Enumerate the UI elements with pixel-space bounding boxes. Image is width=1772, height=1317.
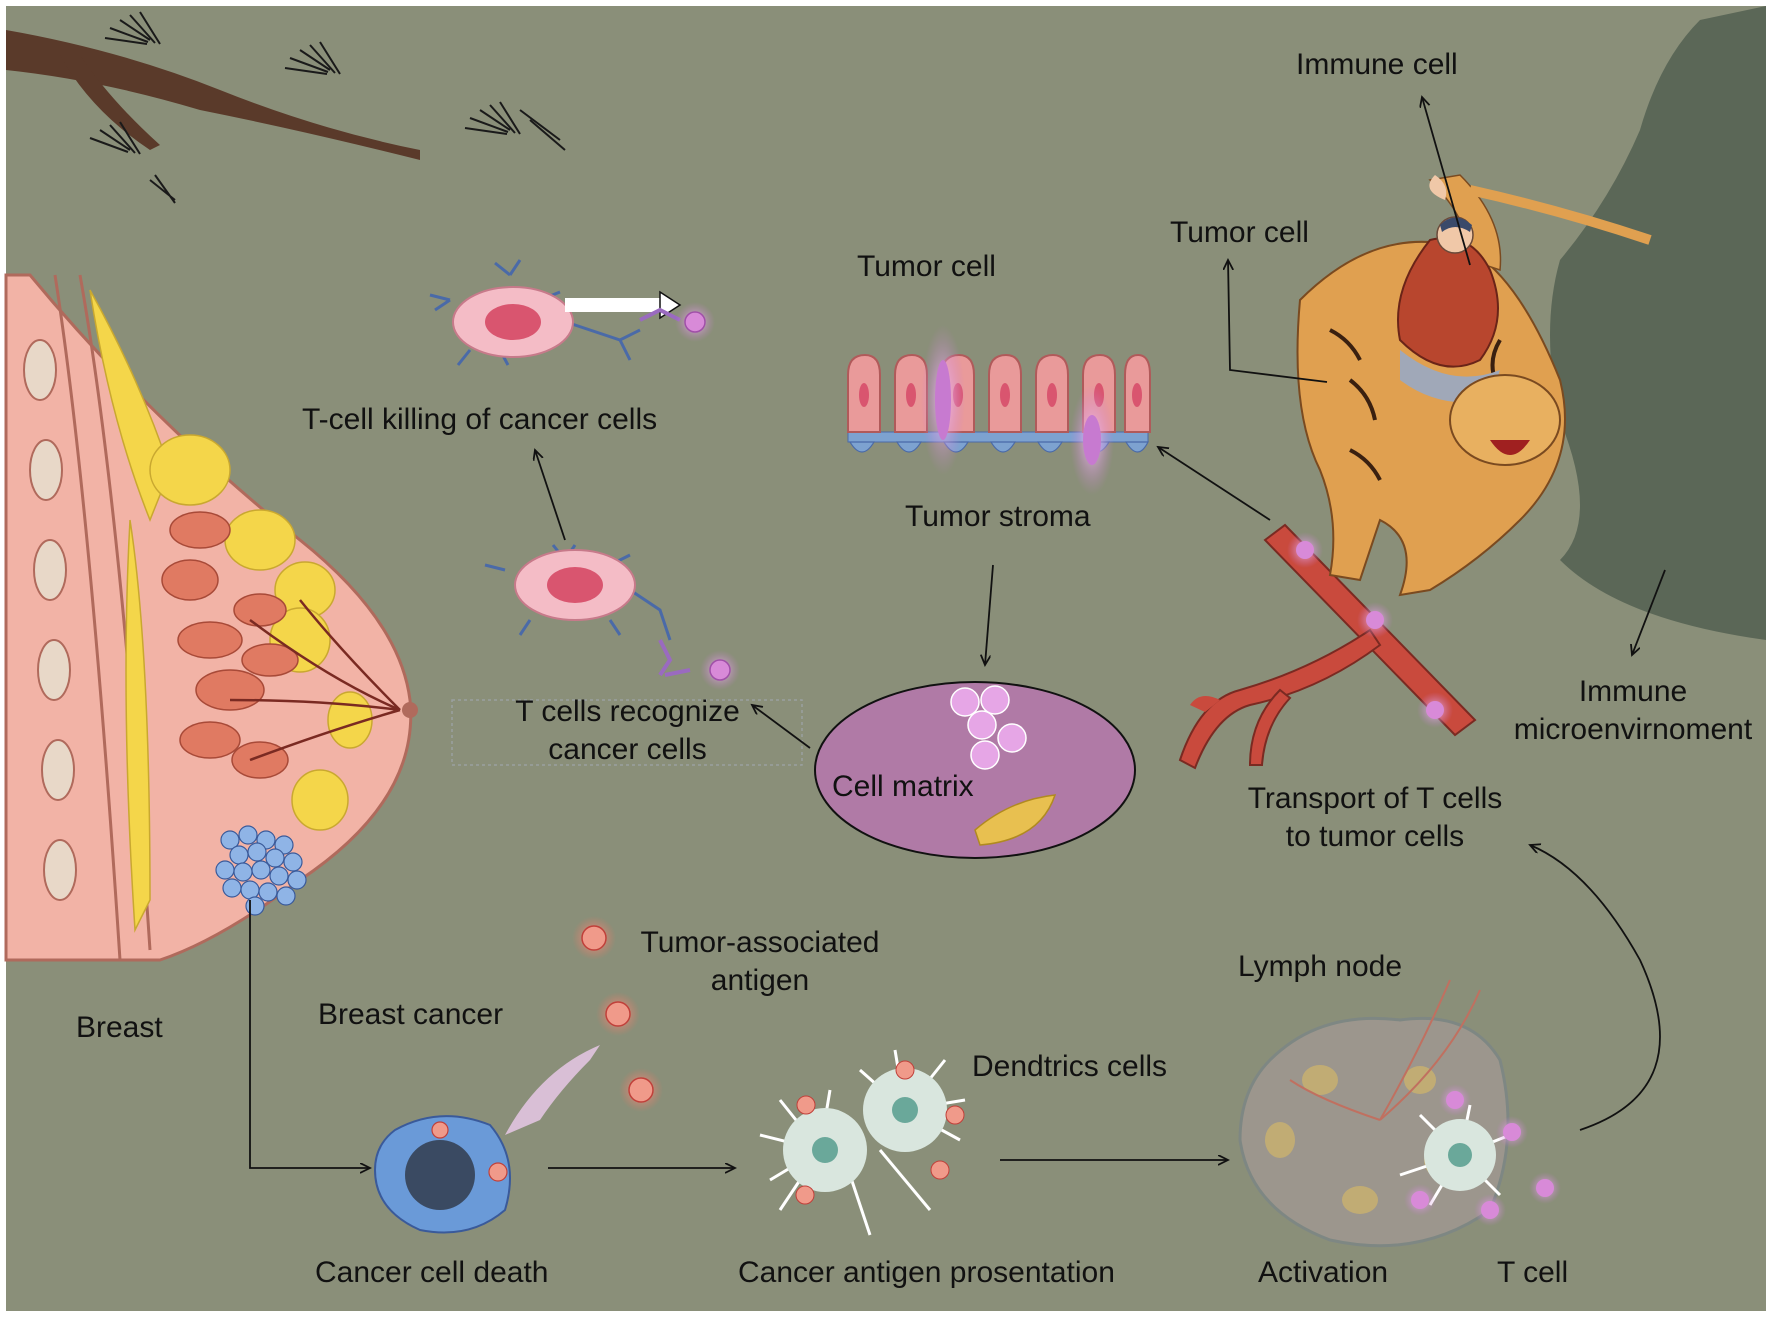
tiger-warrior-illustration: [1296, 174, 1652, 597]
arrow-vessel-to-stroma: [1158, 447, 1271, 521]
label-dendritic-cells: Dendtrics cells: [972, 1050, 1168, 1083]
label-transport-line2: to tumor cells: [1285, 820, 1465, 853]
label-tumor-cell-stroma: Tumor cell: [857, 250, 996, 283]
lymph-node-illustration: [1238, 979, 1561, 1248]
dendritic-cells-bodies: [783, 1060, 965, 1205]
label-t-cell: T cell: [1497, 1256, 1569, 1289]
label-tumor-antigen-line1: Tumor-associated: [640, 926, 880, 959]
label-breast: Breast: [76, 1011, 163, 1044]
cancer-cell-death-icon: [373, 1045, 600, 1234]
arrow-matrix-to-recognize: [752, 705, 811, 749]
arrow-to-tumor-cell: [1228, 260, 1328, 383]
label-transport: Transport of T cells to tumor cells: [1210, 780, 1540, 856]
mountain-icon: [1550, 6, 1766, 640]
tumor-epithelium-illustration: [847, 325, 1151, 495]
flow-arrows: [249, 97, 1666, 1168]
label-tumor-cell-tiger: Tumor cell: [1170, 216, 1309, 249]
label-lymph-node: Lymph node: [1238, 950, 1403, 983]
t-cell-recognize-illustration: [484, 544, 740, 690]
label-immune-microenvironment: Immune microenvirnoment: [1500, 673, 1766, 749]
arrow-lymph-to-transport: [1530, 845, 1661, 1131]
tumor-cluster-icon: [215, 825, 307, 916]
label-tumor-stroma: Tumor stroma: [905, 500, 1091, 533]
recognize-label-box: [451, 699, 803, 766]
label-transport-line1: Transport of T cells: [1247, 782, 1503, 815]
label-immune-micro-line2: microenvirnoment: [1513, 713, 1753, 746]
label-cancer-cell-death: Cancer cell death: [315, 1256, 549, 1289]
breast-illustration: [4, 273, 418, 962]
arrow-breast-to-death: [249, 900, 370, 1168]
cell-matrix-oval: [814, 681, 1136, 859]
label-t-cells-recognize-line2: cancer cells: [548, 733, 707, 766]
arrow-stroma-to-matrix: [985, 564, 994, 665]
label-antigen-presentation: Cancer antigen prosentation: [738, 1256, 1115, 1289]
blood-vessel-illustration: [1178, 523, 1477, 770]
label-immune-cell: Immune cell: [1296, 48, 1458, 81]
arrow-recognize-to-killing: [535, 450, 566, 541]
tumor-antigen-icons: [572, 916, 663, 1112]
label-breast-cancer: Breast cancer: [318, 998, 504, 1031]
arrow-to-immune-micro: [1632, 569, 1666, 655]
label-tumor-antigen-line2: antigen: [710, 964, 810, 997]
label-t-cells-recognize-line1: T cells recognize: [515, 695, 740, 728]
label-t-cells-recognize: T cells recognize cancer cells: [455, 693, 800, 769]
t-cell-killing-illustration: [429, 259, 715, 366]
label-t-cell-killing: T-cell killing of cancer cells: [302, 403, 658, 436]
label-cell-matrix: Cell matrix: [832, 770, 974, 803]
label-tumor-antigen: Tumor-associated antigen: [620, 924, 900, 1000]
label-immune-micro-line1: Immune: [1578, 675, 1688, 708]
pine-branch-icon: [6, 11, 566, 204]
label-activation: Activation: [1258, 1256, 1389, 1289]
arrow-to-immune-cell: [1422, 97, 1471, 266]
